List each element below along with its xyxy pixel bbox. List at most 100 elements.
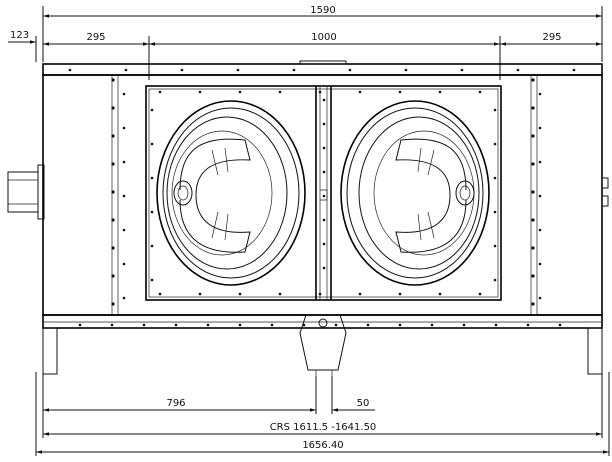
fixing-dot (334, 323, 338, 327)
fixing-dot (78, 323, 82, 327)
fixing-dot (558, 323, 562, 327)
fixing-dot (493, 142, 497, 146)
fixing-dot (158, 90, 162, 94)
fixing-dot (531, 218, 535, 222)
fixing-dot (122, 126, 126, 130)
fixing-dot (150, 142, 154, 146)
fixing-dots (68, 68, 576, 327)
bottom-dimensions: 796 50 CRS 1611.5 -1641.50 1656.40 (35, 372, 610, 456)
fixing-dot (111, 274, 115, 278)
fixing-dot (538, 296, 542, 300)
fixing-dot (150, 210, 154, 214)
top-dimensions: 1590 123 295 1000 295 (8, 5, 603, 80)
fixing-dot (531, 134, 535, 138)
fixing-dot (180, 68, 184, 72)
fixing-dot (278, 90, 282, 94)
fixing-dot (358, 292, 362, 296)
fixing-dot (430, 323, 434, 327)
fixing-dot (358, 90, 362, 94)
fixing-dot (478, 90, 482, 94)
dim-center-span: 1000 (311, 32, 336, 43)
fixing-dot (322, 266, 326, 270)
fixing-dot (493, 176, 497, 180)
fixing-dot (150, 108, 154, 112)
fixing-dot (531, 106, 535, 110)
fan-left (156, 100, 306, 286)
fixing-dot (111, 134, 115, 138)
dim-to-foot: 796 (166, 398, 185, 409)
fixing-dot (538, 194, 542, 198)
dim-overall-top: 1590 (310, 5, 335, 16)
fixing-dot (270, 323, 274, 327)
fixing-dot (572, 68, 576, 72)
fixing-dot (122, 262, 126, 266)
fixing-dot (493, 210, 497, 214)
fixing-dot (538, 92, 542, 96)
dim-overall-bottom: 1656.40 (302, 440, 343, 451)
fixing-dot (538, 160, 542, 164)
fixing-dot (111, 246, 115, 250)
fixing-dot (493, 244, 497, 248)
fixing-dot (150, 244, 154, 248)
right-connector-top (601, 177, 609, 189)
fixing-dot (174, 323, 178, 327)
fixing-dot (150, 176, 154, 180)
fixing-dot (111, 162, 115, 166)
fixing-dot (124, 68, 128, 72)
fan-panel (145, 85, 502, 301)
dim-left-offset: 123 (10, 30, 29, 41)
fixing-dot (68, 68, 72, 72)
fixing-dot (322, 242, 326, 246)
fixing-dot (122, 296, 126, 300)
right-connector-bottom (601, 195, 609, 207)
fixing-dot (531, 302, 535, 306)
fixing-dot (111, 190, 115, 194)
fixing-dot (398, 90, 402, 94)
fixing-dot (238, 90, 242, 94)
fixing-dot (493, 108, 497, 112)
fixing-dot (538, 228, 542, 232)
fixing-dot (404, 68, 408, 72)
fixing-dot (531, 78, 535, 82)
fixing-dot (538, 126, 542, 130)
fixing-dot (531, 162, 535, 166)
support-legs (42, 314, 603, 376)
fixing-dot (516, 68, 520, 72)
fixing-dot (526, 323, 530, 327)
dim-foot-width: 50 (357, 398, 370, 409)
fixing-dot (538, 262, 542, 266)
unit-housing (42, 60, 603, 329)
fixing-dot (198, 292, 202, 296)
fixing-dot (278, 292, 282, 296)
fixing-dot (322, 218, 326, 222)
fixing-dot (322, 146, 326, 150)
fixing-dot (238, 292, 242, 296)
fixing-dot (438, 90, 442, 94)
fixing-dot (462, 323, 466, 327)
fixing-dot (111, 302, 115, 306)
fixing-dot (318, 292, 322, 296)
fixing-dot (478, 292, 482, 296)
fixing-dot (122, 194, 126, 198)
terminal-box (7, 164, 45, 220)
fan-right (340, 100, 490, 286)
fixing-dot (292, 68, 296, 72)
fixing-dot (236, 68, 240, 72)
fixing-dot (398, 323, 402, 327)
fixing-dot (206, 323, 210, 327)
fixing-dot (322, 122, 326, 126)
fixing-dot (142, 323, 146, 327)
fixing-dot (531, 246, 535, 250)
fixing-dot (348, 68, 352, 72)
fixing-dot (398, 292, 402, 296)
fixing-dot (122, 92, 126, 96)
dim-right-side: 295 (542, 32, 561, 43)
dim-crs: CRS 1611.5 -1641.50 (270, 422, 377, 433)
fixing-dot (460, 68, 464, 72)
fixing-dot (150, 278, 154, 282)
fixing-dot (493, 278, 497, 282)
fixing-dot (122, 228, 126, 232)
fixing-dot (238, 323, 242, 327)
